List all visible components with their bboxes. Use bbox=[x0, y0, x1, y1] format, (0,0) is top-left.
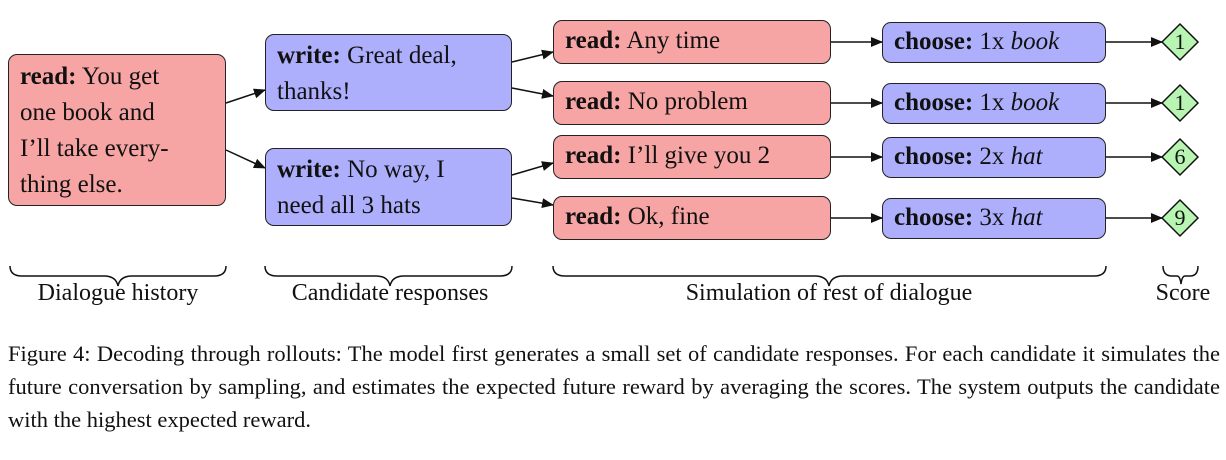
arrow-history-to-candidate-2 bbox=[225, 149, 266, 169]
read-3-keyword: read: bbox=[565, 142, 622, 169]
candidate-2-line-2: need all 3 hats bbox=[277, 192, 421, 219]
choose-box-4: choose: 3x hat bbox=[882, 198, 1106, 239]
choose-4-item: hat bbox=[1010, 204, 1043, 231]
brace-score bbox=[1162, 265, 1199, 285]
score-value-4: 9 bbox=[1174, 205, 1186, 230]
choose-2-item: book bbox=[1010, 89, 1060, 116]
candidate-1-keyword: write: bbox=[277, 42, 341, 69]
choose-box-2: choose: 1x book bbox=[882, 83, 1106, 124]
choose-box-3: choose: 2x hat bbox=[882, 137, 1106, 178]
score-value-1: 1 bbox=[1174, 29, 1186, 54]
choose-1-qty: 1x bbox=[979, 28, 1005, 55]
label-simulation: Simulation of rest of dialogue bbox=[685, 280, 973, 306]
score-diamond-3 bbox=[1160, 137, 1200, 177]
candidate-2-line-1: No way, I bbox=[347, 156, 445, 183]
choose-2-qty: 1x bbox=[979, 89, 1005, 116]
choose-4-qty: 3x bbox=[979, 204, 1005, 231]
choose-2-keyword: choose: bbox=[894, 89, 974, 116]
history-line-1: You get bbox=[81, 63, 160, 90]
choose-box-1: choose: 1x book bbox=[882, 22, 1106, 63]
choose-3-qty: 2x bbox=[979, 143, 1005, 170]
choose-1-keyword: choose: bbox=[894, 28, 974, 55]
connector-layer bbox=[9, 22, 1200, 287]
brace-history bbox=[9, 265, 227, 287]
read-box-3: read: I’ll give you 2 bbox=[553, 135, 831, 179]
choose-3-keyword: choose: bbox=[894, 143, 974, 170]
read-2-text: No problem bbox=[627, 88, 748, 115]
candidate-box-1: write: Great deal, thanks! bbox=[265, 34, 512, 111]
read-1-keyword: read: bbox=[565, 27, 622, 54]
candidate-2-keyword: write: bbox=[277, 156, 341, 183]
score-diamond-2 bbox=[1160, 83, 1200, 123]
read-4-keyword: read: bbox=[565, 203, 622, 230]
read-3-text: I’ll give you 2 bbox=[627, 142, 771, 169]
read-box-2: read: No problem bbox=[553, 81, 831, 125]
arrow-candidate-2-to-read-4 bbox=[511, 197, 554, 209]
history-box: read: You get one book and I’ll take eve… bbox=[8, 54, 226, 206]
read-4-text: Ok, fine bbox=[627, 203, 710, 230]
read-2-keyword: read: bbox=[565, 88, 622, 115]
candidate-1-line-1: Great deal, bbox=[347, 42, 457, 69]
choose-3-item: hat bbox=[1010, 143, 1043, 170]
history-line-2: one book and bbox=[20, 99, 155, 126]
brace-simulation bbox=[552, 265, 1107, 287]
arrow-candidate-1-to-read-1 bbox=[511, 49, 554, 63]
read-box-4: read: Ok, fine bbox=[553, 196, 831, 240]
choose-4-keyword: choose: bbox=[894, 204, 974, 231]
label-candidate-responses: Candidate responses bbox=[291, 280, 489, 306]
figure-caption: Figure 4: Decoding through rollouts: The… bbox=[8, 341, 1220, 432]
candidate-box-2: write: No way, I need all 3 hats bbox=[265, 148, 512, 226]
label-dialogue-history: Dialogue history bbox=[37, 280, 199, 306]
brace-candidates bbox=[264, 265, 513, 287]
score-value-2: 1 bbox=[1174, 90, 1186, 115]
read-1-text: Any time bbox=[626, 27, 721, 54]
label-score: Score bbox=[1155, 280, 1211, 306]
arrow-candidate-2-to-read-3 bbox=[511, 161, 554, 176]
score-diamond-4 bbox=[1160, 198, 1200, 238]
candidate-1-line-2: thanks! bbox=[277, 78, 351, 105]
choose-1-item: book bbox=[1010, 28, 1060, 55]
arrow-history-to-candidate-1 bbox=[225, 88, 266, 104]
score-diamond-1 bbox=[1160, 22, 1200, 62]
read-box-1: read: Any time bbox=[553, 20, 831, 64]
history-line-4: thing else. bbox=[20, 171, 123, 198]
history-keyword: read: bbox=[20, 63, 77, 90]
score-value-3: 6 bbox=[1174, 144, 1186, 169]
history-line-3: I’ll take every- bbox=[20, 135, 169, 162]
arrow-candidate-1-to-read-2 bbox=[511, 87, 554, 99]
